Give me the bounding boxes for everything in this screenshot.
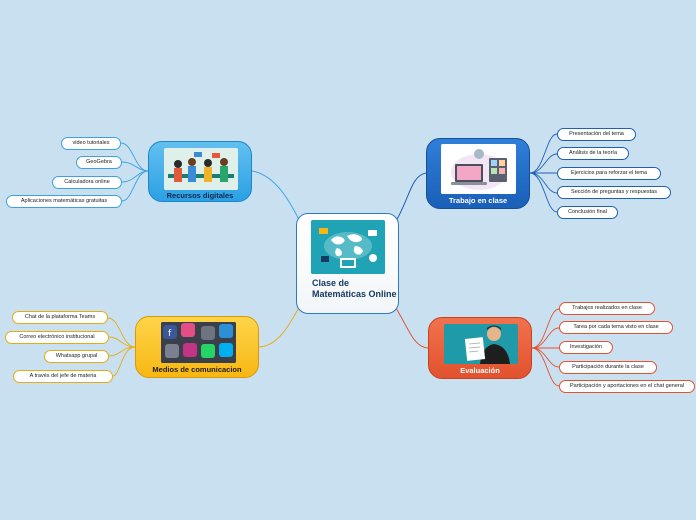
connectors-recursos [121,143,148,201]
subtopic-participacion-clase[interactable]: Participación durante la clase [559,361,657,374]
subtopic-tarea-por-tema[interactable]: Tarea por cada tema visto en clase [559,321,673,334]
subtopic-trabajos-realizados[interactable]: Trabajos realizados en clase [559,302,655,315]
topic-label: Trabajo en clase [427,196,529,205]
subtopic-calculadora-online[interactable]: Calculadora online [52,176,122,189]
topic-label: Evaluación [429,366,531,375]
connector-central-evaluacion [392,302,428,348]
central-topic[interactable]: Clase de Matemáticas Online [296,213,399,314]
subtopic-aplicaciones-matematicas[interactable]: Aplicaciones matemáticas gratuitas [6,195,122,208]
subtopic-presentacion-del-tema[interactable]: Presentación del tema [557,128,636,141]
topic-evaluacion[interactable]: Evaluación [428,317,532,379]
connectors-medios [108,318,135,376]
subtopic-correo-institucional[interactable]: Correo electrónico institucional [5,331,109,344]
subtopic-investigacion[interactable]: Investigación [559,341,613,354]
connectors-trabajo [530,134,557,212]
subtopic-jefe-de-materia[interactable]: A través del jefe de materia [13,370,113,383]
topic-recursos-digitales[interactable]: Recursos digitales [148,141,252,202]
topic-medios-de-comunicacion[interactable]: f Medios de comunicacion [135,316,259,378]
connectors-evaluacion [532,309,559,386]
social-app-icons-image: f [161,322,236,363]
students-with-devices-image [164,148,238,190]
video-conference-laptop-image [441,144,516,194]
topic-label: Medios de comunicacion [136,365,258,374]
subtopic-analisis-de-la-teoria[interactable]: Análisis de la teoría [557,147,629,160]
world-map-image [311,220,385,274]
subtopic-ejercicios-para-reforzar[interactable]: Ejercicios para reforzar el tema [557,167,661,180]
subtopic-geogebra[interactable]: GeoGebra [76,156,122,169]
subtopic-conclusion-final[interactable]: Conclusión final [557,206,618,219]
topic-label: Recursos digitales [149,191,251,200]
topic-trabajo-en-clase[interactable]: Trabajo en clase [426,138,530,209]
teacher-holding-paper-image [444,324,518,364]
central-topic-title: Clase de Matemáticas Online [312,278,398,300]
subtopic-chat-teams[interactable]: Chat de la plataforma Teams [12,311,108,324]
subtopic-whatsapp-grupal[interactable]: Whatsapp grupal [44,350,109,363]
subtopic-video-tutoriales[interactable]: video tutoriales [61,137,121,150]
subtopic-seccion-preguntas-respuestas[interactable]: Sección de preguntas y respuestas [557,186,671,199]
subtopic-participacion-chat[interactable]: Participación y aportaciones en el chat … [559,380,695,393]
